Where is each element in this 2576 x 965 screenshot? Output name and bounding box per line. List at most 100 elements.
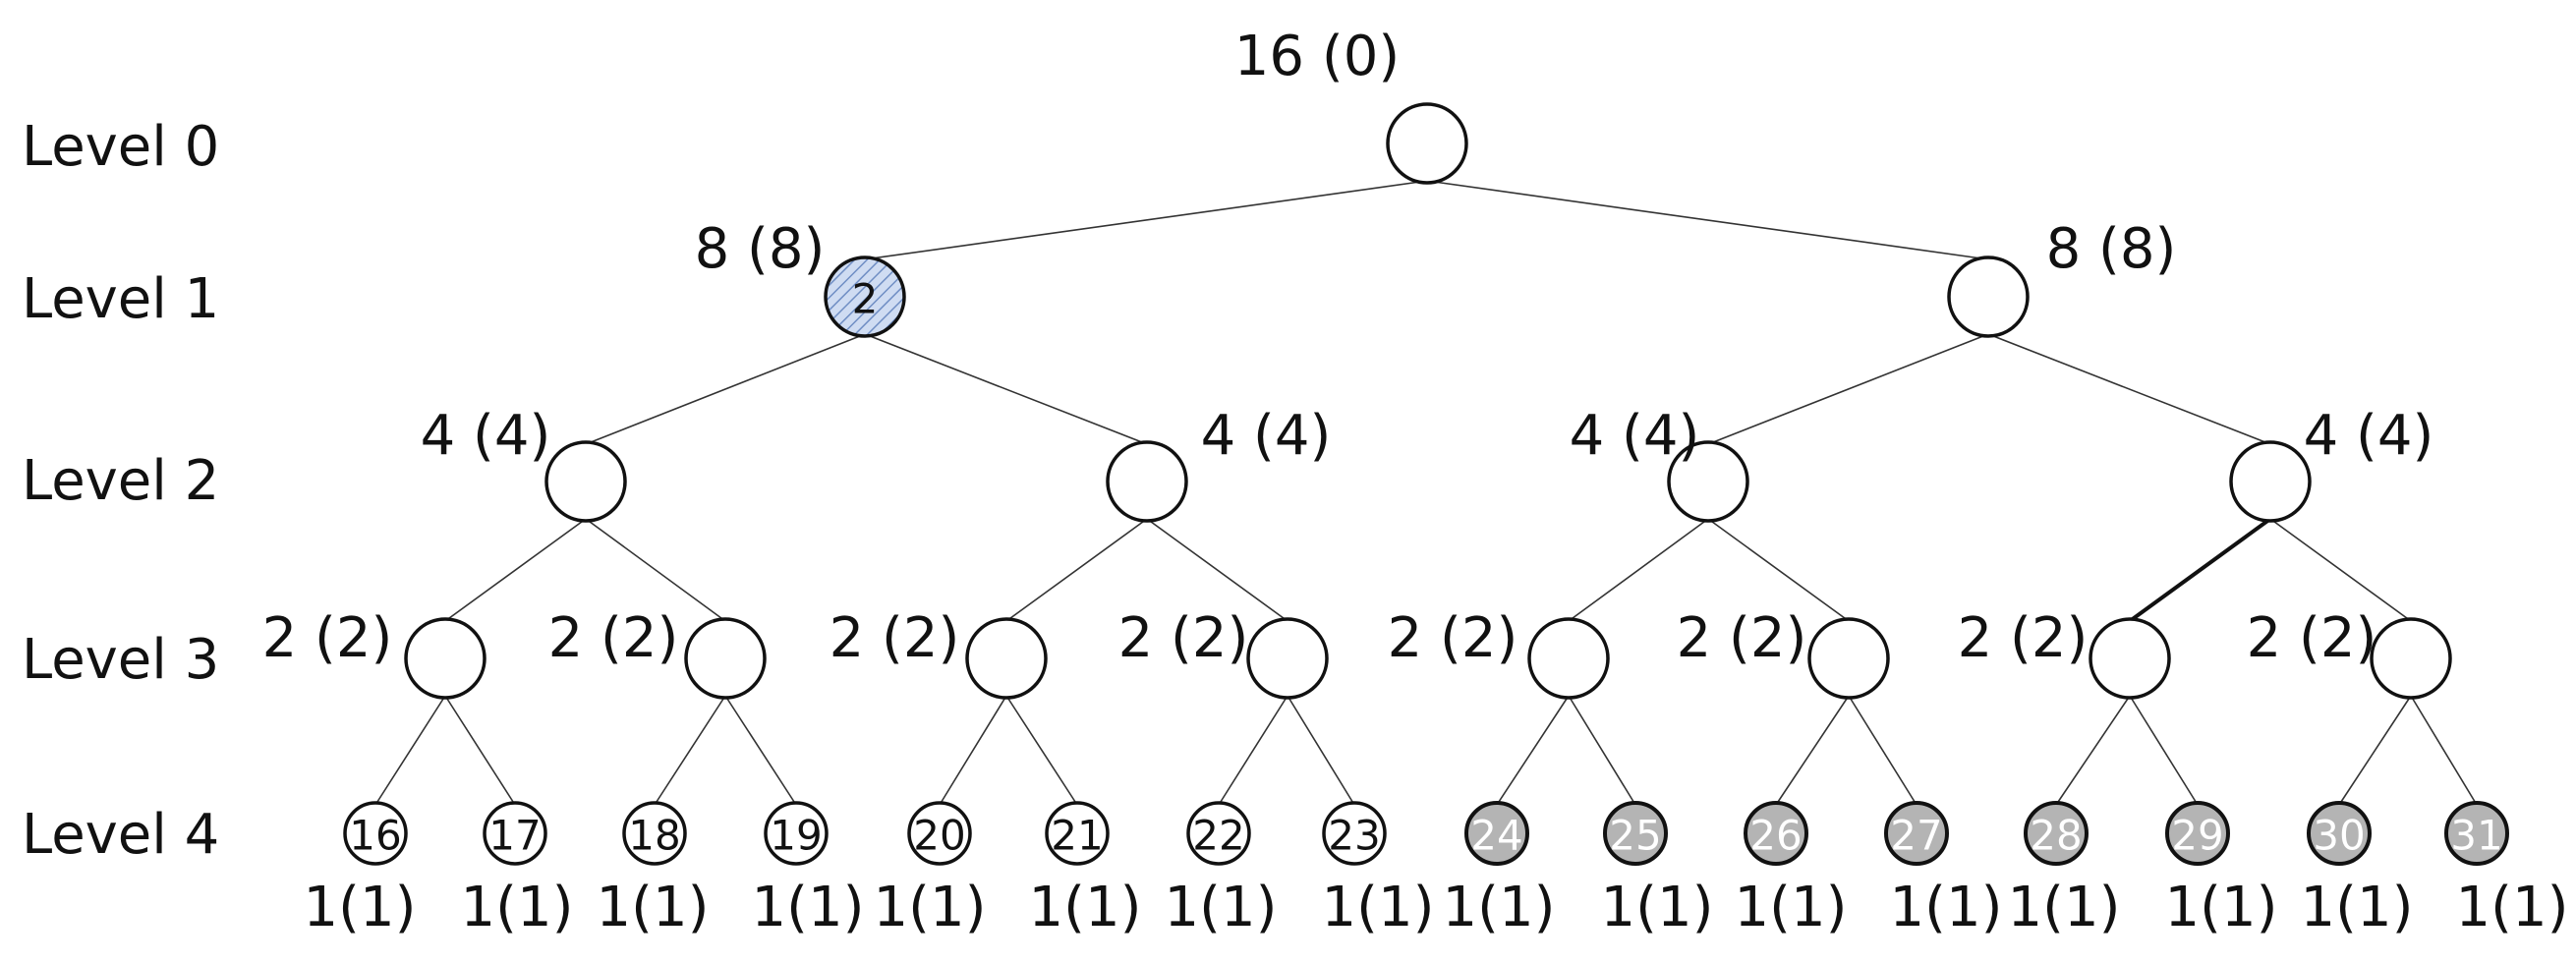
level3-caption: 2 (2) <box>1677 606 1807 670</box>
node-captions: 16 (0) 8 (8) 8 (8) 4 (4) 4 (4) 4 (4) 4 (4) 2 (2… <box>262 25 2569 939</box>
leaf-caption: 1(1) <box>1890 876 2003 939</box>
leaf-caption: 1(1) <box>461 876 574 939</box>
level3-node <box>965 617 1048 700</box>
level2-caption: 4 (4) <box>1201 404 1332 468</box>
tree-edge <box>654 695 726 806</box>
leaf-node <box>1744 801 1808 866</box>
tree-edge <box>864 333 1148 445</box>
leaf-node <box>1603 801 1668 866</box>
tree-edge <box>1987 333 2271 445</box>
level-1-label: Level 1 <box>22 267 219 331</box>
leaf-caption: 1(1) <box>1443 876 1556 939</box>
tree-edges <box>374 180 2478 806</box>
tree-edge <box>1848 695 1918 806</box>
level2-caption: 4 (4) <box>421 404 551 468</box>
tree-edge <box>724 695 797 806</box>
tree-edge <box>2269 518 2412 622</box>
leaf-node <box>764 801 829 866</box>
leaf-caption: 1(1) <box>304 876 417 939</box>
leaf-caption: 1(1) <box>597 876 710 939</box>
tree-edge <box>1496 695 1570 806</box>
tree-edge <box>2128 517 2272 623</box>
leaf-node <box>2444 801 2509 866</box>
leaf-node <box>1186 801 1251 866</box>
level3-caption: 2 (2) <box>1958 606 2089 670</box>
level-labels: Level 0 Level 1 Level 2 Level 3 Level 4 <box>22 115 219 867</box>
tree-edge <box>1146 518 1288 622</box>
leaf-caption: 1(1) <box>2008 876 2121 939</box>
leaf-caption: 1(1) <box>1165 876 1278 939</box>
tree-edge <box>2129 695 2199 806</box>
root-node <box>1386 102 1468 185</box>
leaf-node-id: 18 <box>628 812 680 860</box>
leaf-node-id: 16 <box>349 812 401 860</box>
level3-node <box>1527 617 1610 700</box>
leaf-caption: 1(1) <box>1601 876 1714 939</box>
level1-caption: 8 (8) <box>2046 217 2177 281</box>
leaf-caption: 1(1) <box>2456 876 2569 939</box>
tree-edge <box>444 695 516 806</box>
leaf-node-id: 29 <box>2171 812 2223 860</box>
level2-caption: 4 (4) <box>1570 404 1700 468</box>
leaf-node-id: 20 <box>913 812 965 860</box>
leaf-node-id: 21 <box>1051 812 1103 860</box>
root-caption: 16 (0) <box>1234 25 1400 88</box>
tree-edge <box>1707 333 1989 445</box>
level3-node <box>684 617 767 700</box>
level1-node-id: 2 <box>852 275 879 323</box>
leaf-caption: 1(1) <box>1322 876 1435 939</box>
leaf-node <box>1884 801 1949 866</box>
level2-node <box>1667 440 1749 523</box>
tree-edge <box>939 695 1007 806</box>
leaf-node <box>907 801 972 866</box>
tree-edge <box>1775 695 1850 806</box>
tree-edge <box>374 695 446 806</box>
leaf-node <box>483 801 547 866</box>
level3-node <box>1246 617 1329 700</box>
level2-caption: 4 (4) <box>2304 404 2434 468</box>
leaf-node-id: 19 <box>770 812 822 860</box>
leaf-node-id: 31 <box>2450 812 2502 860</box>
level1-node <box>824 255 906 338</box>
leaf-node <box>2165 801 2230 866</box>
leaf-node-id: 28 <box>2030 812 2082 860</box>
level3-caption: 2 (2) <box>1118 606 1249 670</box>
level-2-label: Level 2 <box>22 449 219 513</box>
tree-edge <box>1568 695 1636 806</box>
leaf-node <box>1322 801 1387 866</box>
leaf-node <box>343 801 408 866</box>
leaf-node-id: 22 <box>1192 812 1244 860</box>
tree-edge <box>864 180 1428 260</box>
leaf-node <box>622 801 687 866</box>
level3-node <box>404 617 487 700</box>
leaf-node <box>1464 801 1529 866</box>
leaf-caption: 1(1) <box>752 876 865 939</box>
leaf-caption: 1(1) <box>874 876 987 939</box>
tree-edge <box>585 333 866 445</box>
tree-edge <box>1707 518 1850 622</box>
level2-node <box>544 440 627 523</box>
level3-node <box>2370 617 2452 700</box>
leaf-caption: 1(1) <box>1735 876 1848 939</box>
leaf-node-id: 26 <box>1749 812 1802 860</box>
level1-caption: 8 (8) <box>695 217 826 281</box>
tree-edge <box>1005 518 1148 622</box>
level3-caption: 2 (2) <box>1388 606 1518 670</box>
leaf-node <box>2024 801 2089 866</box>
level3-caption: 2 (2) <box>548 606 679 670</box>
tree-edge <box>1218 695 1288 806</box>
leaf-node <box>2307 801 2372 866</box>
leaf-caption: 1(1) <box>2165 876 2278 939</box>
leaf-caption: 1(1) <box>2301 876 2414 939</box>
leaf-node-id: 24 <box>1470 812 1522 860</box>
level-0-label: Level 0 <box>22 115 219 179</box>
level3-node <box>2089 617 2171 700</box>
level-4-label: Level 4 <box>22 803 219 867</box>
tree-edge <box>1426 180 1989 260</box>
tree-edge <box>1568 518 1709 622</box>
level2-node <box>2229 440 2312 523</box>
leaf-node-id: 27 <box>1890 812 1942 860</box>
tree-edge <box>2410 695 2478 806</box>
level3-node <box>1807 617 1890 700</box>
leaf-node-id: 30 <box>2313 812 2365 860</box>
